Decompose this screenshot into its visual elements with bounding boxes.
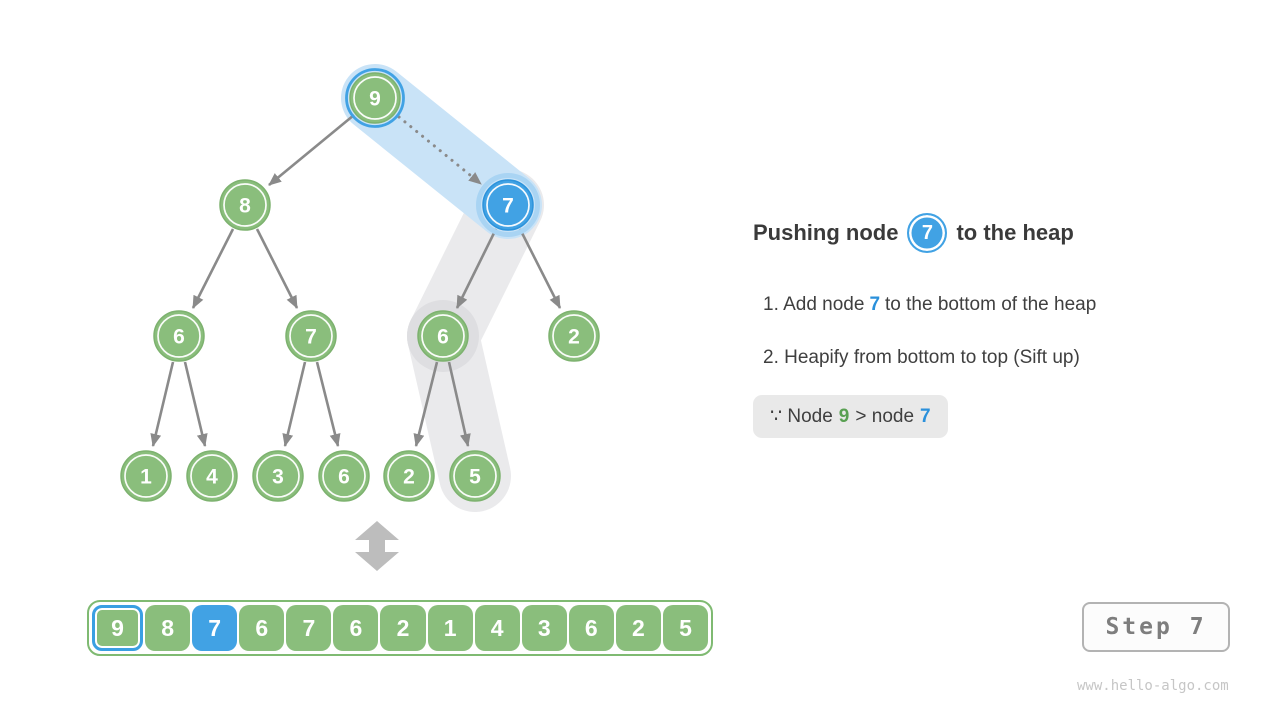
node-value: 6 <box>173 326 185 349</box>
up-down-arrow-icon <box>355 521 399 571</box>
node-value: 3 <box>272 466 284 489</box>
watermark: www.hello-algo.com <box>1077 678 1229 694</box>
array-cell: 7 <box>286 605 332 651</box>
array-cell: 2 <box>380 605 426 651</box>
tree-node: 7 <box>285 310 337 362</box>
note-prefix: ∵ Node <box>770 406 833 427</box>
note-right-value: 7 <box>920 405 931 427</box>
step-indicator: Step 7 <box>1082 602 1230 652</box>
tree-edges <box>150 113 562 447</box>
node-value: 6 <box>437 326 449 349</box>
tree-node: 6 <box>318 450 370 502</box>
array-cell: 1 <box>427 605 473 651</box>
node-value: 2 <box>568 326 580 349</box>
array-cell: 6 <box>239 605 285 651</box>
node-value: 7 <box>305 326 317 349</box>
pushed-node-badge: 7 <box>907 213 948 253</box>
node-value: 4 <box>206 466 218 489</box>
node-value: 6 <box>338 466 350 489</box>
array-cell: 3 <box>521 605 567 651</box>
title-prefix: Pushing node <box>753 220 899 245</box>
instruction-step-2: 2. Heapify from bottom to top (Sift up) <box>763 347 1080 369</box>
array-cell: 4 <box>474 605 520 651</box>
heap-tree-diagram: 9 8 7 6 7 6 2 <box>120 64 600 571</box>
node-value: 2 <box>403 466 415 489</box>
tree-node: 2 <box>383 450 435 502</box>
instruction-step-1: 1. Add node 7 to the bottom of the heap <box>763 294 1096 316</box>
array-cell: 2 <box>615 605 661 651</box>
step-1-node-value: 7 <box>869 294 881 315</box>
tree-node: 3 <box>252 450 304 502</box>
node-value: 8 <box>239 195 251 218</box>
tree-node: 4 <box>186 450 238 502</box>
compare-arrow <box>397 115 483 186</box>
step-1-prefix: 1. Add node <box>763 294 865 315</box>
tree-node-root: 9 <box>345 68 405 128</box>
node-value: 5 <box>469 466 481 489</box>
node-value: 1 <box>140 466 152 489</box>
tree-node: 5 <box>449 450 501 502</box>
array-cell: 6 <box>568 605 614 651</box>
array-cell: 7 <box>192 605 238 651</box>
array-cell: 9 <box>92 605 144 651</box>
title-suffix: to the heap <box>956 220 1074 245</box>
step-1-suffix: to the bottom of the heap <box>885 294 1097 315</box>
tree-node: 6 <box>153 310 205 362</box>
tree-node: 2 <box>548 310 600 362</box>
array-cell: 5 <box>662 605 709 651</box>
panel-title: Pushing node 7 to the heap <box>753 213 1074 253</box>
pushed-node-badge-value: 7 <box>921 221 934 244</box>
node-value: 9 <box>369 88 381 111</box>
tree-node: 1 <box>120 450 172 502</box>
array-cell: 6 <box>333 605 379 651</box>
note-middle: > node <box>855 405 915 427</box>
step-2-text: 2. Heapify from bottom to top (Sift up) <box>763 347 1080 368</box>
note-left-value: 9 <box>838 405 850 427</box>
array-cell: 8 <box>145 605 191 651</box>
tree-node-pushed: 7 <box>476 173 540 237</box>
tree-node: 6 <box>417 310 469 362</box>
node-value: 7 <box>502 195 514 218</box>
reason-note: ∵ Node 9 > node 7 <box>753 395 948 438</box>
tree-node: 8 <box>219 179 271 231</box>
